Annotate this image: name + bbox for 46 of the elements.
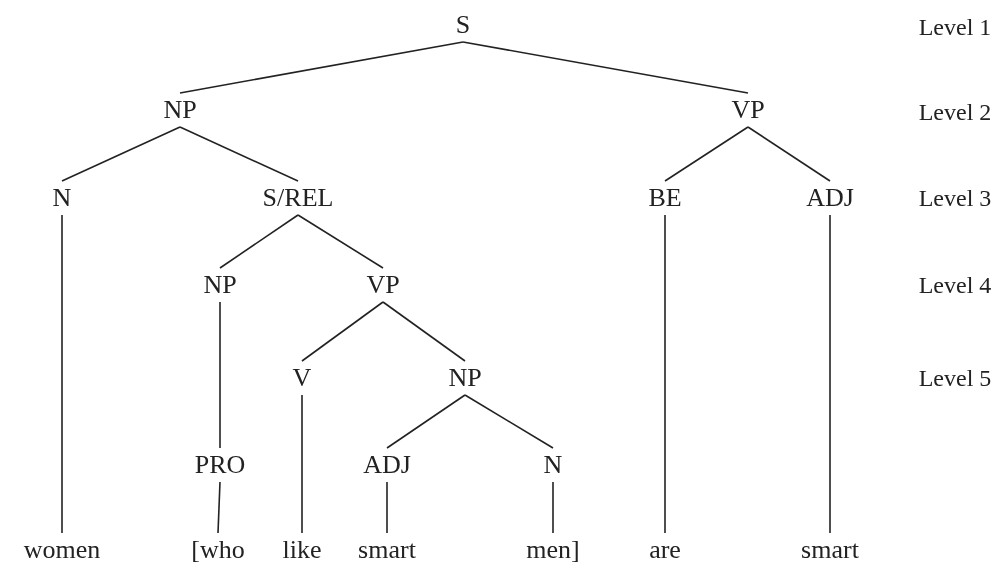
level-label: Level 3	[918, 184, 992, 212]
tree-branch-line	[61, 214, 63, 534]
word-label: men]	[526, 535, 580, 565]
tree-branch-line	[179, 126, 299, 182]
category-label: VP	[366, 270, 400, 300]
category-label: PRO	[194, 450, 246, 480]
tree-branch-line	[301, 301, 384, 362]
level-label: Level 5	[918, 364, 992, 392]
word-label: like	[282, 535, 322, 565]
word-label: smart	[358, 535, 416, 565]
tree-branch-line	[301, 394, 303, 534]
category-label: VP	[731, 95, 765, 125]
category-label: BE	[648, 183, 682, 213]
word-label: [who	[191, 535, 245, 565]
tree-branch-line	[219, 214, 299, 269]
category-label: NP	[448, 363, 482, 393]
category-label: ADJ	[363, 450, 411, 480]
tree-branch-line	[462, 41, 749, 94]
tree-branch-line	[552, 481, 554, 534]
category-label: ADJ	[806, 183, 854, 213]
tree-branch-line	[297, 214, 384, 269]
tree-branch-line	[179, 41, 464, 94]
tree-branch-line	[664, 126, 749, 182]
tree-branch-line	[219, 301, 221, 449]
tree-branch-line	[386, 394, 466, 449]
category-label: N	[52, 183, 72, 213]
tree-branch-line	[747, 126, 831, 182]
tree-branch-line	[61, 126, 181, 182]
category-label: N	[543, 450, 563, 480]
category-label: V	[292, 363, 312, 393]
word-label: smart	[801, 535, 859, 565]
category-label: S	[455, 10, 471, 40]
tree-branch-line	[382, 301, 466, 362]
tree-branch-line	[829, 214, 831, 534]
tree-branch-line	[464, 394, 554, 449]
word-label: are	[649, 535, 681, 565]
category-label: NP	[163, 95, 197, 125]
tree-branch-line	[217, 481, 221, 534]
category-label: NP	[203, 270, 237, 300]
level-label: Level 2	[918, 98, 992, 126]
word-label: women	[23, 535, 101, 565]
level-label: Level 1	[918, 13, 992, 41]
tree-branch-line	[386, 481, 388, 534]
category-label: S/REL	[262, 183, 334, 213]
tree-branch-line	[664, 214, 666, 534]
level-label: Level 4	[918, 271, 992, 299]
